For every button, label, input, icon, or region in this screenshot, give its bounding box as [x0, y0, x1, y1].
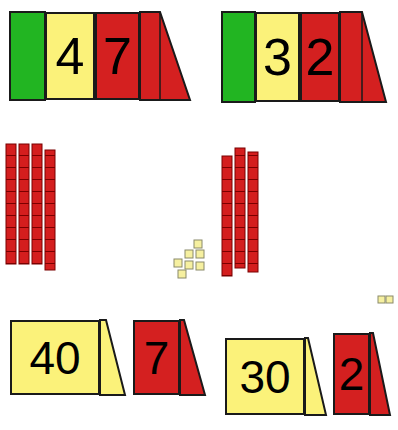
- ten-rods: [6, 144, 55, 270]
- place-value-digits: 40: [29, 335, 80, 381]
- digit-card-cell: 40: [10, 320, 100, 395]
- unit-cube: [386, 296, 393, 303]
- arrow-card-tip: [305, 338, 326, 415]
- unit-cube: [174, 259, 182, 267]
- unit-cubes: [378, 296, 393, 303]
- digit-card-cell: 3: [255, 12, 300, 102]
- tip-fold-line: [361, 12, 363, 102]
- tip-fold-line: [159, 12, 161, 100]
- arrow-card-tip: [340, 12, 386, 102]
- digit-card-cell: 2: [300, 12, 340, 102]
- ten-rod: [19, 144, 29, 264]
- digit-card-cell: 7: [95, 12, 140, 100]
- unit-cube: [185, 250, 193, 258]
- unit-cube: [196, 250, 204, 258]
- ten-rod: [248, 152, 258, 272]
- unit-cube: [194, 240, 202, 248]
- arrow-card-tip: [100, 320, 125, 395]
- ten-rod: [222, 156, 232, 276]
- ten-rod: [32, 144, 42, 264]
- place-value-digits: 4: [56, 30, 85, 82]
- green-card-cell: [222, 12, 255, 102]
- unit-cube: [196, 262, 204, 270]
- arrow-card-tip: [180, 320, 205, 395]
- digit-card-cell: 7: [133, 320, 180, 395]
- ten-rod: [235, 148, 245, 268]
- ten-rod: [6, 144, 16, 264]
- ten-rods: [222, 148, 258, 276]
- place-value-digits: 7: [103, 30, 132, 82]
- place-value-digits: 2: [339, 351, 365, 397]
- green-card-cell: [10, 12, 45, 100]
- arrow-card-tip: [140, 12, 190, 100]
- place-value-digits: 2: [306, 31, 335, 83]
- digit-card-cell: 30: [225, 338, 305, 415]
- digit-card-cell: 2: [333, 333, 370, 415]
- unit-cubes: [174, 240, 204, 278]
- place-value-digits: 3: [263, 31, 292, 83]
- arrow-card-tip: [370, 333, 390, 415]
- unit-cube: [185, 261, 193, 269]
- digit-card-cell: 4: [45, 12, 95, 100]
- ten-rod: [45, 150, 55, 270]
- place-value-digits: 30: [239, 354, 290, 400]
- unit-cube: [378, 296, 385, 303]
- unit-cube: [178, 270, 186, 278]
- place-value-digits: 7: [144, 335, 170, 381]
